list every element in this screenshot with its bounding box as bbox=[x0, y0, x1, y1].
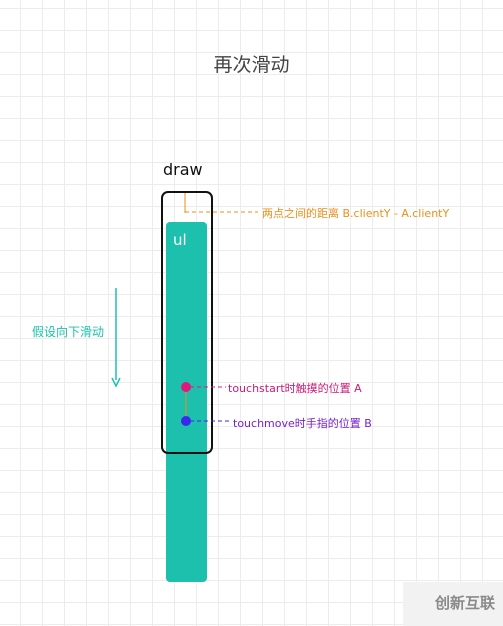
ul-label: ul bbox=[173, 231, 187, 249]
point-b-text: 时手指的位置 B bbox=[294, 417, 372, 430]
touch-point-b bbox=[181, 416, 191, 426]
scroll-down-hint: 假设向下滑动 bbox=[32, 325, 105, 339]
point-a-annotation: touchstart时触摸的位置 A bbox=[228, 380, 362, 396]
point-b-annotation: touchmove时手指的位置 B bbox=[233, 415, 372, 431]
distance-annotation: 两点之间的距离 B.clientY - A.clientY bbox=[262, 207, 450, 220]
point-b-event: touchmove bbox=[233, 417, 295, 430]
touch-point-a bbox=[181, 382, 191, 392]
point-a-text: 时触摸的位置 A bbox=[284, 382, 362, 395]
watermark bbox=[403, 582, 503, 626]
draw-viewport-box bbox=[161, 191, 213, 454]
draw-label: draw bbox=[163, 160, 203, 179]
scroll-down-arrow-head bbox=[111, 377, 121, 388]
page-title: 再次滑动 bbox=[213, 54, 290, 76]
watermark-text: 创新互联 bbox=[435, 594, 496, 612]
point-a-event: touchstart bbox=[228, 382, 285, 395]
